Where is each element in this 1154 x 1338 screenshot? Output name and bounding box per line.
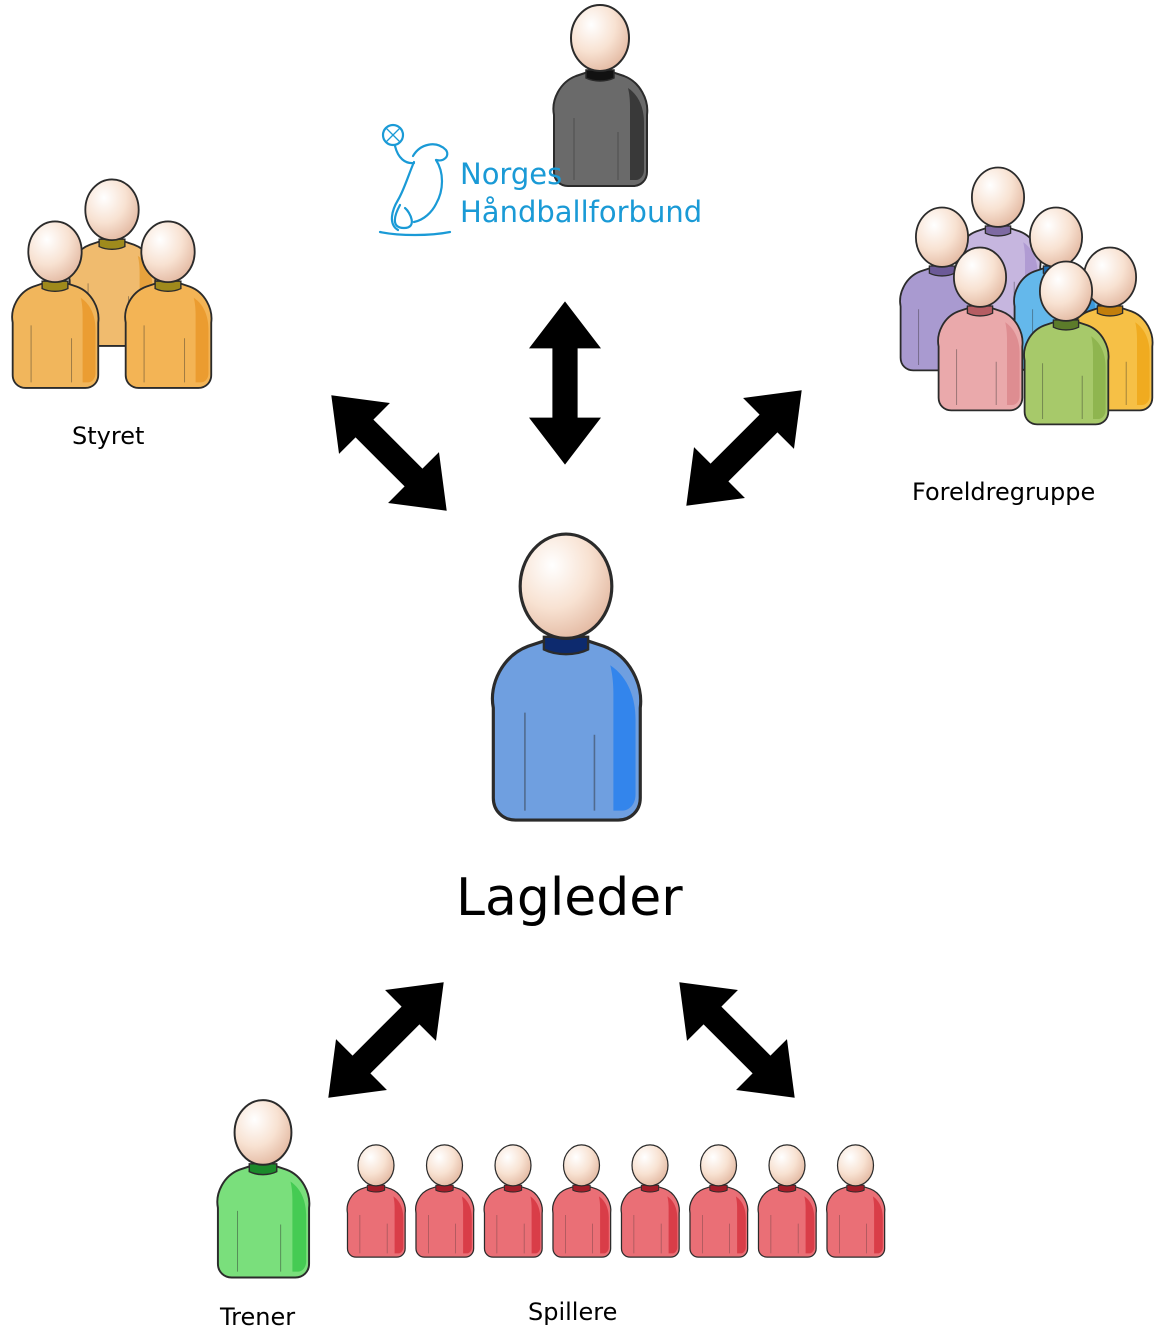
- parents-group-icon: [899, 166, 1154, 426]
- polar-bear-logo-icon: [378, 123, 452, 237]
- lagleder-label: Lagleder: [456, 868, 683, 928]
- arrow-center-coach: [302, 956, 470, 1124]
- arrow-center-board: [305, 369, 473, 537]
- arrow-center-parents: [660, 364, 828, 532]
- player-person-icon: [826, 1144, 886, 1258]
- board-label: Styret: [72, 422, 145, 450]
- player-person-icon: [483, 1144, 543, 1258]
- player-person-icon: [689, 1144, 749, 1258]
- logo-line1: Norges: [460, 157, 562, 191]
- coach-label: Trener: [220, 1303, 296, 1331]
- player-person-icon: [552, 1144, 612, 1258]
- player-person-icon: [346, 1144, 406, 1258]
- player-person-icon: [620, 1144, 680, 1258]
- logo-line2: Håndballforbund: [460, 195, 702, 229]
- coach-person-icon: [216, 1099, 311, 1279]
- player-person-icon: [757, 1144, 817, 1258]
- player-person-icon: [415, 1144, 475, 1258]
- players-group-icon: [346, 1144, 886, 1258]
- parents-label: Foreldregruppe: [912, 478, 1096, 506]
- arrow-center-players: [653, 956, 821, 1124]
- players-label: Spillere: [528, 1298, 618, 1326]
- lagleder-person-icon: [490, 532, 643, 822]
- arrow-center-federation: [529, 301, 601, 465]
- board-group-icon: [11, 178, 213, 389]
- federation-person-icon: [552, 4, 649, 187]
- federation-logo: Norges Håndballforbund: [378, 123, 702, 237]
